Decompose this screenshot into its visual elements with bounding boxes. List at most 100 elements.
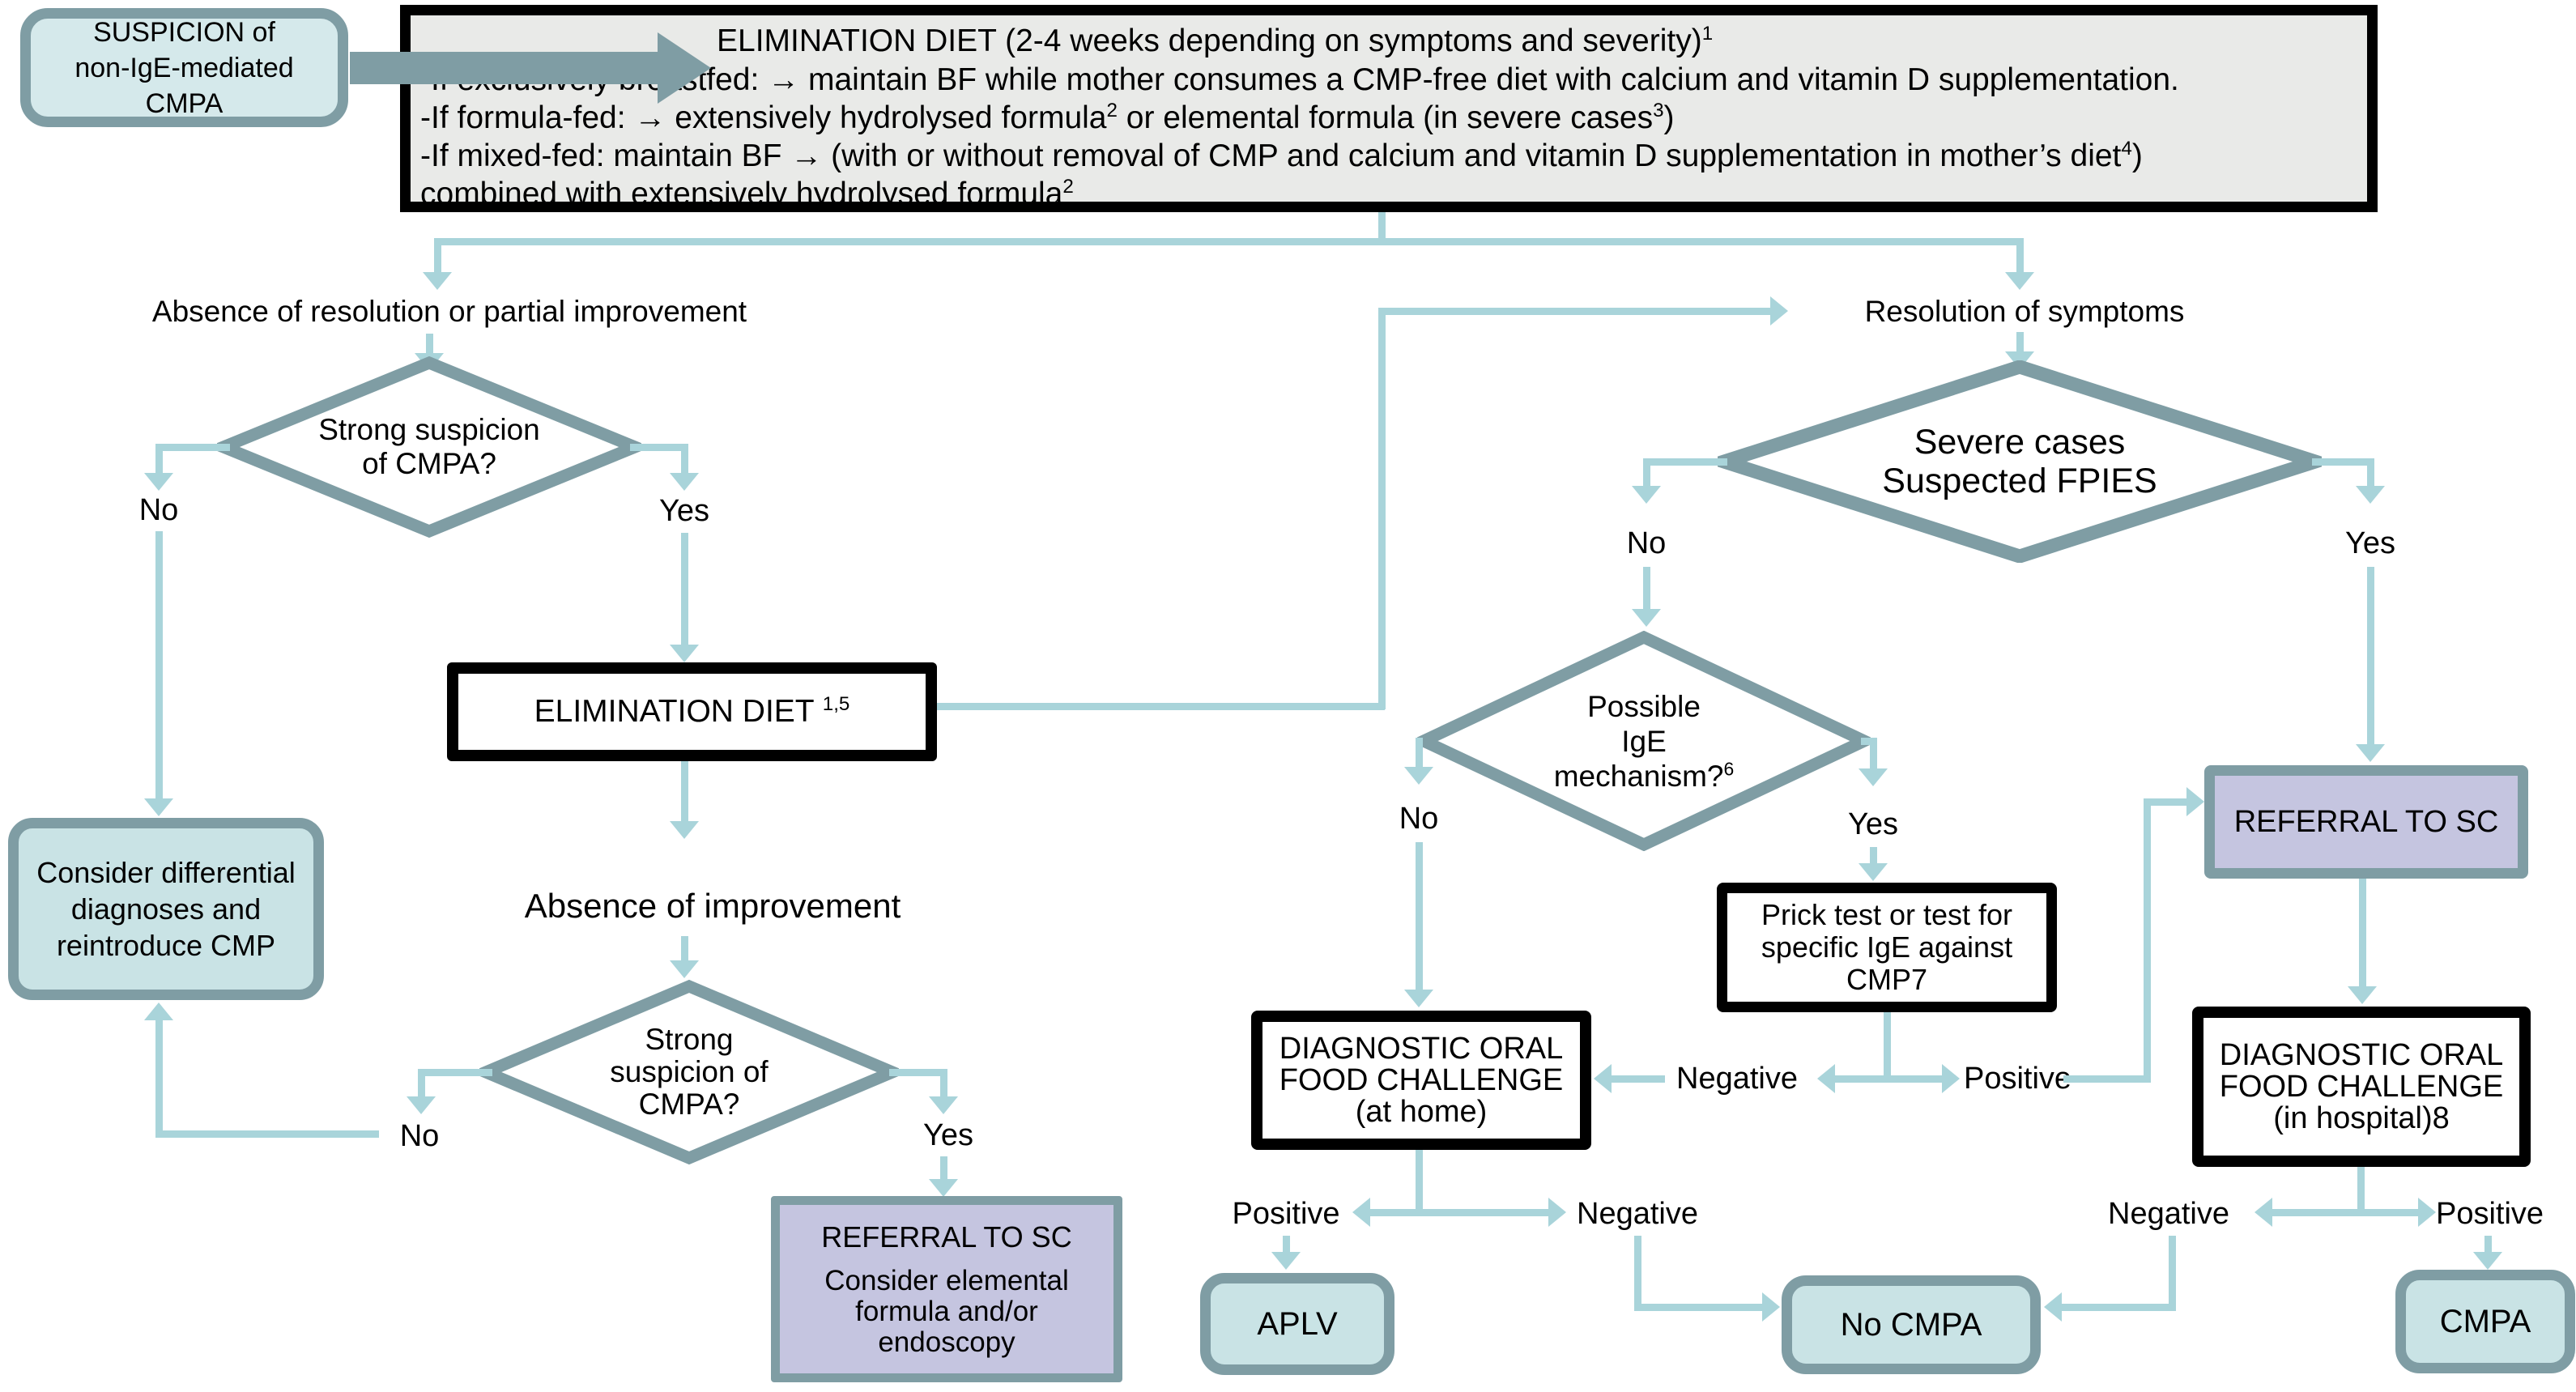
label-ige-no: No: [1399, 802, 1439, 836]
connector-line: [155, 444, 163, 475]
thick-arrow-shaft: [350, 52, 659, 84]
connector-line: [681, 533, 688, 646]
diamond-strong-suspicion-2: [479, 980, 899, 1164]
label-prick-negative: Negative: [1676, 1062, 1798, 1096]
referral-sc-left-title: REFERRAL TO SC: [821, 1220, 1072, 1254]
label-home-negative: Negative: [1577, 1197, 1698, 1231]
arrowhead-left: [1817, 1064, 1835, 1093]
connector-line: [2016, 238, 2024, 272]
elimination-main-body: -If exclusively breastfed: → maintain BF…: [420, 62, 2179, 211]
arrowhead-down: [1859, 768, 1888, 786]
connector-line: [2062, 1304, 2176, 1311]
arrowhead-down: [929, 1096, 958, 1114]
connector-line: [937, 703, 1385, 710]
arrowhead-down: [670, 645, 699, 662]
arrowhead-down: [1632, 486, 1661, 504]
connector-line: [681, 761, 688, 823]
arrowhead-right: [2186, 787, 2204, 816]
connector-line: [1643, 567, 1650, 611]
label-home-positive: Positive: [1232, 1197, 1340, 1231]
arrowhead-right: [2418, 1198, 2436, 1227]
arrowhead-right: [1762, 1292, 1780, 1322]
connector-line: [1634, 1304, 1762, 1311]
arrowhead-right: [1548, 1198, 1566, 1227]
label-absence-resolution: Absence of resolution or partial improve…: [151, 295, 747, 328]
connector-line: [155, 444, 230, 451]
connector-line: [1861, 738, 1877, 745]
arrowhead-down: [929, 1179, 958, 1197]
connector-line: [1378, 308, 1770, 315]
label-d2-no: No: [399, 1119, 440, 1153]
label-hospital-positive: Positive: [2436, 1197, 2544, 1231]
connector-line: [681, 444, 688, 475]
connector-line: [1884, 1012, 1891, 1082]
arrowhead-down: [407, 1096, 436, 1114]
connector-line: [940, 1156, 947, 1181]
connector-line: [1835, 1075, 1942, 1083]
connector-line: [426, 334, 433, 355]
label-prick-positive: Positive: [1964, 1062, 2072, 1096]
diamond-strong-suspicion-1: [217, 356, 641, 538]
connector-line: [681, 936, 688, 962]
arrowhead-down: [423, 272, 452, 290]
label-d1-no: No: [138, 493, 179, 527]
connector-line: [418, 1069, 425, 1098]
label-d1-yes: Yes: [659, 494, 709, 528]
connector-line: [1870, 738, 1877, 770]
label-ige-yes: Yes: [1848, 807, 1898, 841]
arrowhead-left: [2044, 1292, 2062, 1322]
cmpa-text: CMPA: [2439, 1303, 2531, 1339]
arrowhead-down: [2473, 1252, 2502, 1270]
connector-line: [434, 238, 441, 272]
referral-sc-right-node: REFERRAL TO SC: [2204, 765, 2528, 879]
connector-line: [1634, 1236, 1641, 1310]
connector-line: [1643, 458, 1650, 487]
label-resolution: Resolution of symptoms: [1864, 295, 2185, 328]
aplv-text: APLV: [1257, 1305, 1338, 1342]
label-fpies-no: No: [1626, 526, 1667, 560]
arrowhead-down: [1404, 767, 1433, 785]
arrowhead-down: [1632, 609, 1661, 627]
arrowhead-down: [1404, 990, 1433, 1007]
connector-line: [630, 444, 688, 451]
arrowhead-left: [1352, 1198, 1370, 1227]
elimination-main-title: ELIMINATION DIET (2-4 weeks depending on…: [717, 23, 1714, 58]
label-fpies-yes: Yes: [2345, 526, 2395, 560]
label-hospital-negative: Negative: [2108, 1197, 2229, 1231]
connector-line: [2144, 798, 2188, 806]
arrowhead-right: [1942, 1064, 1960, 1093]
arrowhead-down: [2356, 744, 2385, 762]
connector-line: [1378, 212, 1386, 243]
cmpa-node: CMPA: [2395, 1270, 2575, 1373]
thick-arrow-head: [658, 32, 711, 104]
referral-sc-right-text: REFERRAL TO SC: [2233, 804, 2499, 839]
connector-line: [889, 1069, 947, 1076]
arrowhead-up: [144, 1002, 173, 1020]
arrowhead-down: [670, 960, 699, 978]
label-d2-yes: Yes: [923, 1118, 973, 1152]
arrowhead-down: [1859, 863, 1888, 881]
connector-line: [155, 1017, 163, 1138]
connector-line: [155, 531, 163, 800]
elimination-diet-2-node: ELIMINATION DIET 1,5: [447, 662, 937, 761]
connector-line: [1416, 842, 1423, 991]
diamond-fpies: [1718, 360, 2322, 563]
connector-line: [2016, 332, 2024, 353]
connector-line: [1378, 308, 1386, 709]
connector-line: [1643, 458, 1727, 466]
connector-line: [2063, 1075, 2151, 1083]
arrowhead-down: [2348, 986, 2377, 1004]
connector-line: [2359, 879, 2366, 988]
